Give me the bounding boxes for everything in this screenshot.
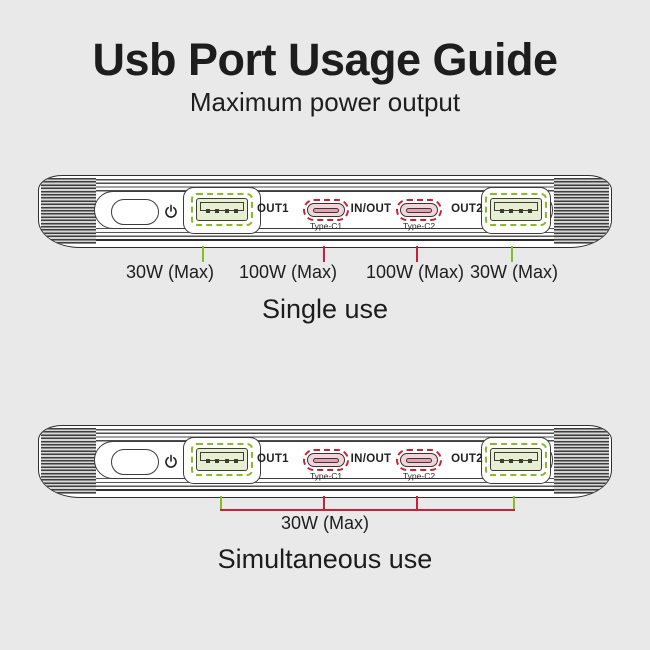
wattage-out1: 30W (Max) [125, 262, 214, 282]
callout-line-out1 [202, 246, 204, 262]
page-subtitle: Maximum power output [189, 87, 461, 117]
ridge-band-top [43, 178, 607, 192]
ridge-cap-left [41, 428, 96, 494]
type-c1-label: Type-C1 [309, 221, 343, 231]
inout-label: IN/OUT [350, 453, 392, 465]
callout-line-out2 [511, 246, 513, 262]
inout-label: IN/OUT [350, 203, 392, 215]
out2-label: OUT2 [451, 203, 483, 215]
page-title: Usb Port Usage Guide [92, 34, 558, 85]
usb-a-port-icon [490, 198, 542, 221]
bracket-line-out2 [513, 496, 515, 510]
simultaneous-use-caption: Simultaneous use [217, 544, 433, 574]
type-c2-label: Type-C2 [402, 221, 436, 231]
usb-a-port-icon [196, 198, 248, 221]
power-bank-simultaneous: OUT1 Type-C1 IN/OUT Type-C2 OUT2 [38, 425, 612, 498]
power-button [111, 199, 159, 225]
type-c-port-icon [307, 203, 345, 217]
single-use-caption: Single use [261, 294, 389, 324]
type-c2-label: Type-C2 [402, 471, 436, 481]
bracket-line-typec1 [323, 496, 325, 511]
type-c2-port [396, 199, 442, 221]
power-bank-single: OUT1 Type-C1 IN/OUT Type-C2 OUT2 [38, 175, 612, 248]
callout-line-typec1 [323, 246, 325, 262]
wattage-combined: 30W (Max) [280, 513, 369, 533]
out2-label: OUT2 [451, 453, 483, 465]
bracket-horizontal-line [220, 509, 515, 511]
usb-a-port-out1 [191, 443, 253, 476]
usb-a-port-icon [490, 448, 542, 471]
type-c1-port [303, 449, 349, 471]
type-c1-port [303, 199, 349, 221]
power-icon [163, 454, 179, 470]
bracket-line-out1 [220, 496, 222, 510]
type-c-port-icon [400, 203, 438, 217]
usb-a-port-icon [196, 448, 248, 471]
ridge-band-bottom [44, 478, 606, 491]
callout-line-typec2 [416, 246, 418, 262]
ridge-cap-left [41, 178, 96, 244]
ridge-cap-right [554, 178, 609, 244]
type-c-port-icon [307, 453, 345, 467]
wattage-typec2: 100W (Max) [365, 262, 464, 282]
ridge-band-top [43, 428, 607, 442]
type-c-port-icon [400, 453, 438, 467]
ridge-cap-right [554, 428, 609, 494]
usb-a-port-out1 [191, 193, 253, 226]
type-c2-port [396, 449, 442, 471]
power-icon [163, 204, 179, 220]
wattage-out2: 30W (Max) [469, 262, 558, 282]
power-button [111, 449, 159, 475]
out1-label: OUT1 [257, 453, 289, 465]
wattage-typec1: 100W (Max) [238, 262, 337, 282]
usb-a-port-out2 [485, 193, 547, 226]
out1-label: OUT1 [257, 203, 289, 215]
bracket-line-typec2 [416, 496, 418, 511]
type-c1-label: Type-C1 [309, 471, 343, 481]
ridge-band-bottom [44, 228, 606, 241]
usb-a-port-out2 [485, 443, 547, 476]
